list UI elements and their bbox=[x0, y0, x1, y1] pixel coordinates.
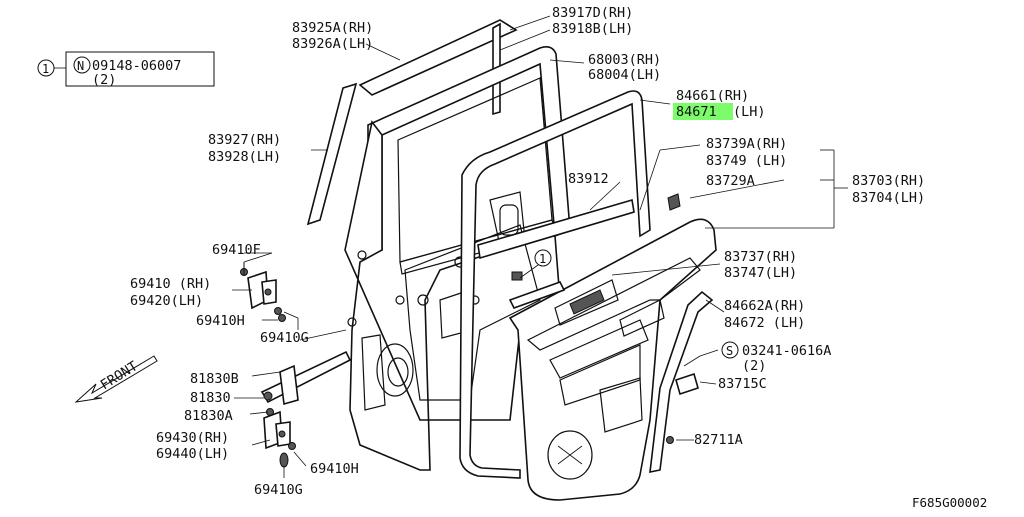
part-69430[interactable]: 69430(RH) bbox=[156, 430, 229, 446]
part-83918b[interactable]: 83918B(LH) bbox=[552, 21, 633, 37]
part-81830b[interactable]: 81830B bbox=[190, 371, 239, 387]
n-letter: N bbox=[77, 59, 84, 73]
door-check-81830 bbox=[260, 350, 352, 416]
strip-lower bbox=[508, 281, 566, 309]
part-69410f[interactable]: 69410F bbox=[212, 242, 261, 258]
part-69410g-lower[interactable]: 69410G bbox=[254, 482, 303, 498]
part-83737[interactable]: 83737(RH) bbox=[724, 249, 797, 265]
part-69410[interactable]: 69410 (RH) bbox=[130, 276, 211, 292]
part-84672[interactable]: 84672 (LH) bbox=[724, 315, 805, 331]
part-69440[interactable]: 69440(LH) bbox=[156, 446, 229, 462]
callout-number: 1 bbox=[42, 62, 49, 76]
part-83739a[interactable]: 83739A(RH) bbox=[706, 136, 787, 152]
part-82711a[interactable]: 82711A bbox=[694, 432, 743, 448]
part-83927[interactable]: 83927(RH) bbox=[208, 132, 281, 148]
callout-circle-b bbox=[534, 249, 552, 267]
armrest-83739a bbox=[549, 319, 649, 379]
part-03241-qty: (2) bbox=[742, 358, 766, 374]
part-69420[interactable]: 69420(LH) bbox=[130, 293, 203, 309]
speaker-grille bbox=[547, 430, 593, 480]
s-letter: S bbox=[726, 344, 733, 358]
moulding-84662a bbox=[649, 290, 714, 474]
part-81830[interactable]: 81830 bbox=[190, 390, 231, 406]
weatherstrip-84661 bbox=[459, 90, 651, 479]
garnish-83912 bbox=[477, 198, 635, 260]
part-labels: 83925A(RH) 83926A(LH) 83917D(RH) 83918B(… bbox=[130, 5, 987, 510]
part-84661[interactable]: 84661(RH) bbox=[676, 88, 749, 104]
part-83925a[interactable]: 83925A(RH) bbox=[292, 20, 373, 36]
clip-83715c bbox=[675, 372, 699, 396]
fastener-82711a bbox=[666, 436, 674, 444]
highlight-84671 bbox=[673, 103, 733, 120]
sash-strip-83925a bbox=[358, 19, 518, 96]
part-84671[interactable]: 84671 bbox=[676, 104, 717, 120]
callout-box-09148: 1 N 09148-06007 (2) bbox=[37, 51, 215, 88]
switch-panel-83737 bbox=[554, 279, 619, 326]
part-68003[interactable]: 68003(RH) bbox=[588, 52, 661, 68]
part-09148-qty: (2) bbox=[92, 72, 116, 88]
n-circle-icon bbox=[73, 56, 91, 74]
figure-id: F685G00002 bbox=[912, 495, 987, 510]
lower-hinge-69430 bbox=[263, 410, 296, 468]
part-83704[interactable]: 83704(LH) bbox=[852, 190, 925, 206]
part-83912[interactable]: 83912 bbox=[568, 171, 609, 187]
part-83917d[interactable]: 83917D(RH) bbox=[552, 5, 633, 21]
part-69410g-upper[interactable]: 69410G bbox=[260, 330, 309, 346]
part-83926a[interactable]: 83926A(LH) bbox=[292, 36, 373, 52]
part-83928[interactable]: 83928(LH) bbox=[208, 149, 281, 165]
front-label: FRONT bbox=[98, 358, 141, 393]
part-09148[interactable]: 09148-06007 bbox=[92, 58, 181, 74]
part-68004[interactable]: 68004(LH) bbox=[588, 67, 661, 83]
s-circle-icon bbox=[721, 341, 739, 359]
part-83749[interactable]: 83749 (LH) bbox=[706, 153, 787, 169]
part-84662a[interactable]: 84662A(RH) bbox=[724, 298, 805, 314]
upper-hinge-69410 bbox=[240, 262, 286, 322]
part-83703[interactable]: 83703(RH) bbox=[852, 173, 925, 189]
front-direction-arrow: FRONT bbox=[74, 355, 158, 403]
front-arrow-icon bbox=[74, 355, 158, 403]
pillar-strip-83927 bbox=[306, 82, 358, 226]
part-69410h-upper[interactable]: 69410H bbox=[196, 313, 245, 329]
part-83747[interactable]: 83747(LH) bbox=[724, 265, 797, 281]
door-trim-83703 bbox=[508, 218, 717, 501]
part-83715c[interactable]: 83715C bbox=[718, 376, 767, 392]
part-84671-side: (LH) bbox=[733, 104, 766, 120]
clip-83729a bbox=[667, 193, 681, 211]
leader-lines bbox=[232, 15, 848, 478]
part-03241[interactable]: 03241-0616A bbox=[742, 343, 831, 359]
door-drawing: 1 bbox=[240, 19, 717, 501]
part-81830a[interactable]: 81830A bbox=[184, 408, 233, 424]
part-69410h-lower[interactable]: 69410H bbox=[310, 461, 359, 477]
callout-number-b: 1 bbox=[539, 252, 546, 266]
callout-rect bbox=[65, 51, 215, 87]
part-83729a[interactable]: 83729A bbox=[706, 173, 755, 189]
